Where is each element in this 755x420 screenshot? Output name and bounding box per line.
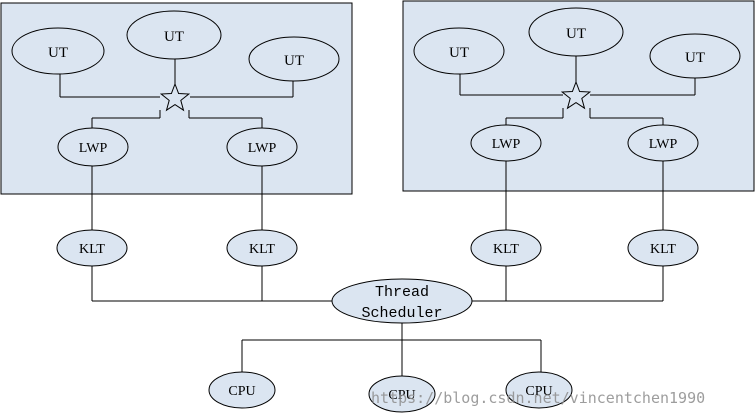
klt-3 xyxy=(470,229,542,267)
connectors-left xyxy=(59,58,294,230)
connectors-right xyxy=(459,56,696,230)
lwp-label: LWP xyxy=(248,141,277,156)
user-thread-right-3 xyxy=(649,33,741,79)
user-thread-label: UT xyxy=(685,50,705,66)
lwp-label: LWP xyxy=(492,137,521,152)
user-thread-label: UT xyxy=(164,29,184,45)
user-thread-left-1 xyxy=(11,27,105,75)
user-thread-right-2 xyxy=(528,7,624,57)
user-thread-left-3 xyxy=(248,36,340,82)
scheduler-label-line1: Thread xyxy=(375,284,429,301)
scheduler-label-line2: Scheduler xyxy=(361,305,442,322)
user-thread-label: UT xyxy=(566,26,586,42)
lwp-label: LWP xyxy=(649,137,678,152)
watermark-text: https://blog.csdn.net/vincentchen1990 xyxy=(371,389,705,407)
user-thread-label: UT xyxy=(48,45,68,61)
klt-1 xyxy=(56,229,128,267)
scheduler-bus xyxy=(91,266,664,377)
cpu-2 xyxy=(368,375,436,413)
star-icon-right xyxy=(560,80,592,110)
cpu-1 xyxy=(208,371,276,409)
lwp-left-1 xyxy=(57,127,129,167)
klt-label: KLT xyxy=(249,242,275,257)
user-thread-right-1 xyxy=(413,27,505,75)
cpu-3 xyxy=(505,371,573,409)
cpu-label: CPU xyxy=(525,384,552,399)
klt-4 xyxy=(627,229,699,267)
klt-label: KLT xyxy=(650,242,676,257)
cpu-label: CPU xyxy=(388,388,415,403)
klt-2 xyxy=(226,229,298,267)
user-thread-label: UT xyxy=(284,53,304,69)
lwp-right-2 xyxy=(627,124,699,162)
klt-label: KLT xyxy=(79,242,105,257)
lwp-left-2 xyxy=(226,127,298,167)
cpu-label: CPU xyxy=(228,384,255,399)
user-thread-label: UT xyxy=(449,45,469,61)
klt-label: KLT xyxy=(493,242,519,257)
user-thread-left-2 xyxy=(126,10,222,60)
lwp-label: LWP xyxy=(79,141,108,156)
lwp-right-1 xyxy=(470,124,542,162)
thread-scheduler xyxy=(331,278,473,324)
star-icon-left xyxy=(159,82,191,112)
